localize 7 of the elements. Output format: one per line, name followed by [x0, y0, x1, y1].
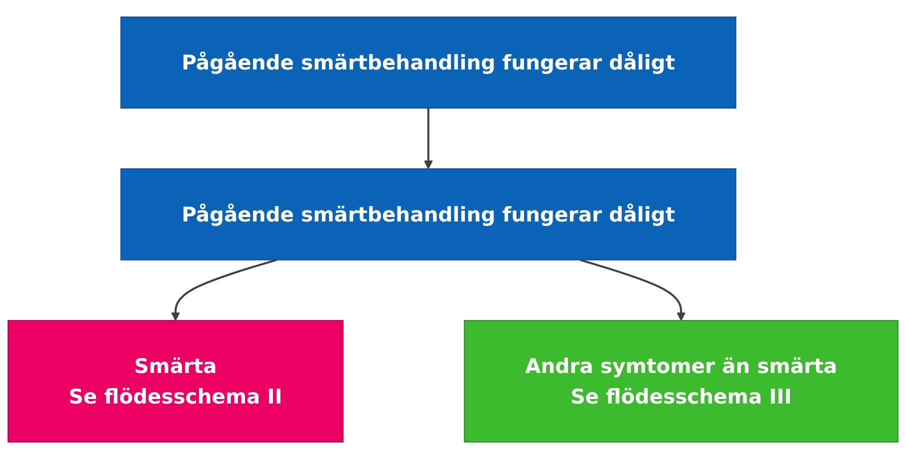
arrow: [424, 108, 433, 170]
arrow: [171, 258, 277, 321]
process-box: Pågående smärtbehandling fungerar dåligt: [120, 168, 736, 260]
process-box: Smärta Se flödesschema II: [8, 320, 344, 442]
process-box: Pågående smärtbehandling fungerar dåligt: [120, 16, 736, 109]
process-box: Andra symtomer än smärta Se flödesschema III: [464, 320, 898, 442]
arrow: [580, 258, 686, 321]
